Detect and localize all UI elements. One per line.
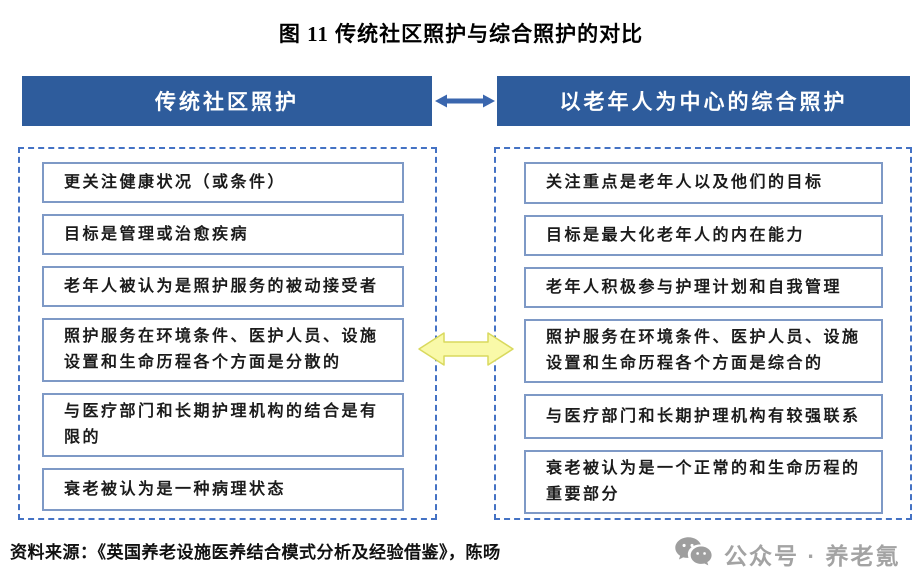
right-item-2: 目标是最大化老年人的内在能力 bbox=[524, 215, 883, 256]
blue-double-arrow-icon bbox=[434, 92, 496, 110]
left-column-panel: 更关注健康状况（或条件） 目标是管理或治愈疾病 老年人被认为是照护服务的被动接受… bbox=[18, 147, 437, 520]
watermark-label: 公众号 · 养老氪 bbox=[724, 543, 901, 569]
left-column-header-label: 传统社区照护 bbox=[155, 91, 299, 114]
figure-title: 图 11 传统社区照护与综合照护的对比 bbox=[278, 22, 644, 46]
right-item-4: 照护服务在环境条件、医护人员、设施设置和生命历程各个方面是综合的 bbox=[524, 319, 883, 383]
right-item-6: 衰老被认为是一个正常的和生命历程的重要部分 bbox=[524, 450, 883, 514]
left-item-4: 照护服务在环境条件、医护人员、设施设置和生命历程各个方面是分散的 bbox=[42, 318, 404, 382]
right-item-3: 老年人积极参与护理计划和自我管理 bbox=[524, 267, 883, 308]
left-item-1: 更关注健康状况（或条件） bbox=[42, 162, 404, 203]
wechat-logo-icon bbox=[674, 535, 714, 573]
right-column-header-label: 以老年人为中心的综合照护 bbox=[559, 91, 848, 114]
right-column-panel: 关注重点是老年人以及他们的目标 目标是最大化老年人的内在能力 老年人积极参与护理… bbox=[494, 147, 912, 520]
left-item-3: 老年人被认为是照护服务的被动接受者 bbox=[42, 266, 404, 307]
yellow-double-arrow-icon bbox=[417, 329, 515, 369]
watermark: 公众号 · 养老氪 bbox=[674, 534, 914, 574]
left-item-2: 目标是管理或治愈疾病 bbox=[42, 214, 404, 255]
left-column-header: 传统社区照护 bbox=[22, 76, 432, 126]
right-item-5: 与医疗部门和长期护理机构有较强联系 bbox=[524, 394, 883, 439]
right-item-1: 关注重点是老年人以及他们的目标 bbox=[524, 162, 883, 204]
source-note: 资料来源：《英国养老设施医养结合模式分析及经验借鉴》，陈旸 bbox=[10, 543, 501, 562]
right-column-header: 以老年人为中心的综合照护 bbox=[497, 76, 910, 126]
left-item-6: 衰老被认为是一种病理状态 bbox=[42, 468, 404, 511]
left-item-5: 与医疗部门和长期护理机构的结合是有限的 bbox=[42, 393, 404, 457]
